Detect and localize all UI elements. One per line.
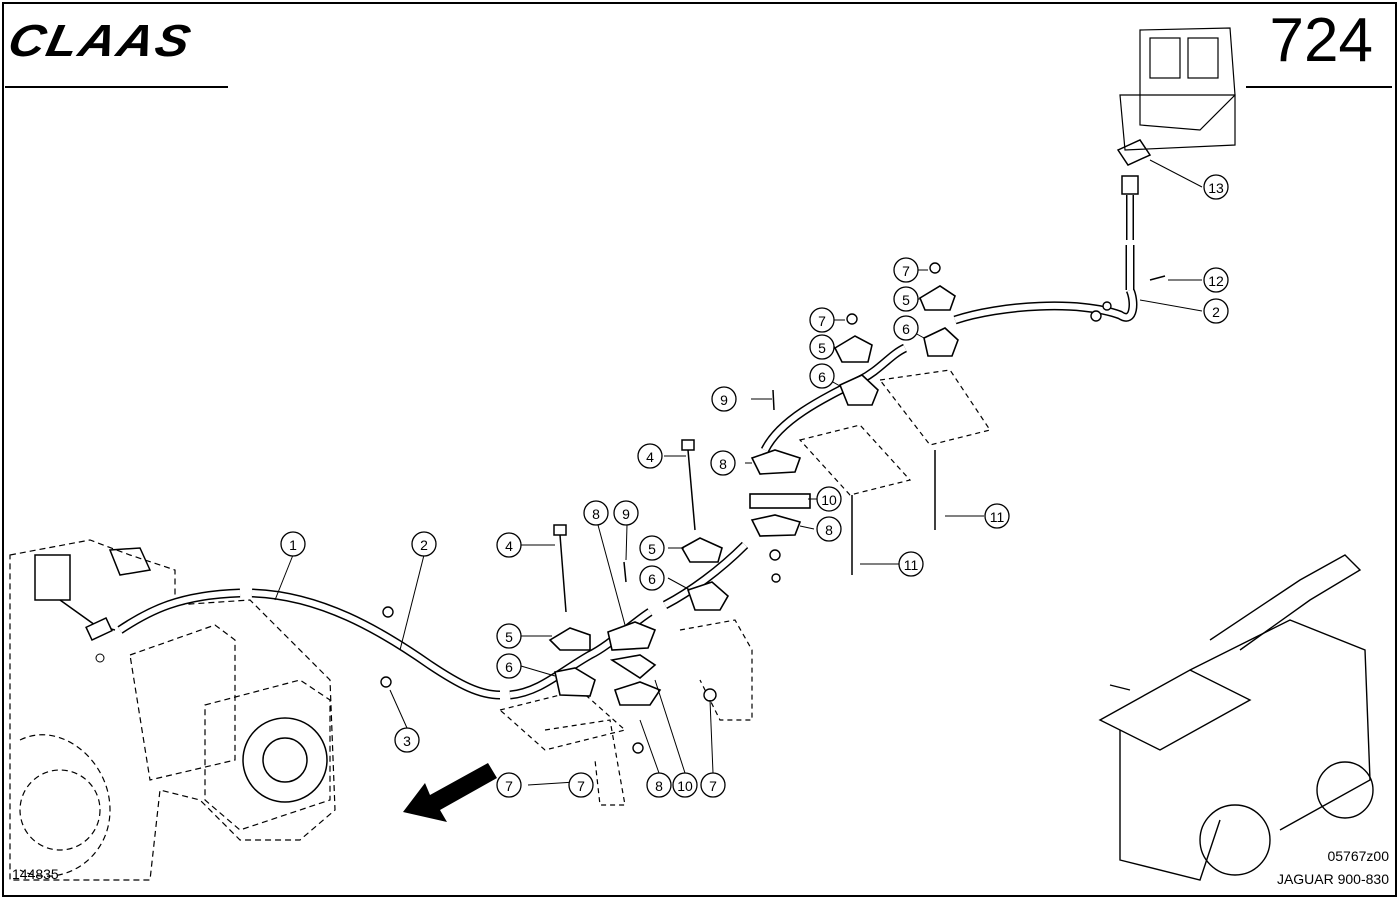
callout-bubble xyxy=(613,500,639,526)
callout-label: 3 xyxy=(403,733,411,749)
reference-number: 144835 xyxy=(12,866,59,882)
callout-label: 6 xyxy=(648,571,656,587)
callout-label: 10 xyxy=(821,492,837,508)
brand-logo: CLAAS xyxy=(3,15,197,66)
callout-label: 7 xyxy=(577,778,585,794)
callout-bubble xyxy=(639,565,665,591)
callout-label: 8 xyxy=(592,506,600,522)
callout-bubble xyxy=(893,315,919,341)
callout-bubble xyxy=(898,551,924,577)
callout-bubble xyxy=(411,531,437,557)
callout-bubble xyxy=(710,450,736,476)
callout-bubble xyxy=(1203,267,1229,293)
callout-bubble xyxy=(639,535,665,561)
callout-label: 8 xyxy=(719,456,727,472)
callout-label: 7 xyxy=(818,313,826,329)
callout-label: 7 xyxy=(505,778,513,794)
callout-bubble xyxy=(816,486,842,512)
callout-bubble xyxy=(700,772,726,798)
hose-fittings xyxy=(85,139,1152,641)
callout-leaders xyxy=(274,159,1203,786)
callout-label: 12 xyxy=(1208,273,1224,289)
callout-bubble xyxy=(984,503,1010,529)
drawing-code: 05767z00 xyxy=(1327,848,1389,864)
callout-label: 5 xyxy=(505,629,513,645)
callout-bubble xyxy=(893,286,919,312)
clamp-mounts xyxy=(498,369,991,806)
callout-label: 2 xyxy=(420,537,428,553)
callout-label: 7 xyxy=(902,263,910,279)
pump-housing xyxy=(34,547,328,803)
callout-bubble xyxy=(1203,298,1229,324)
callout-label: 6 xyxy=(818,369,826,385)
callout-bubble xyxy=(496,532,522,558)
callout-bubble xyxy=(568,772,594,798)
callout-label: 2 xyxy=(1212,304,1220,320)
callout-label: 6 xyxy=(902,321,910,337)
direction-arrow xyxy=(403,763,497,822)
callout-label: 5 xyxy=(648,541,656,557)
callout-bubble xyxy=(809,363,835,389)
callout-bubble xyxy=(672,772,698,798)
bolts xyxy=(553,275,1166,613)
callout-label: 1 xyxy=(289,537,297,553)
callout-bubble xyxy=(637,443,663,469)
callout-bubble xyxy=(394,727,420,753)
callout-bubble xyxy=(496,772,522,798)
callout-label: 5 xyxy=(818,340,826,356)
callout-label: 7 xyxy=(709,778,717,794)
callout-bubble xyxy=(496,653,522,679)
callout-bubble xyxy=(809,307,835,333)
callout-label: 4 xyxy=(505,538,513,554)
callout-label: 5 xyxy=(902,292,910,308)
callout-bubble xyxy=(496,623,522,649)
callout-bubble xyxy=(816,516,842,542)
callout-bubble xyxy=(893,257,919,283)
callout-bubble xyxy=(1203,174,1229,200)
callout-label: 11 xyxy=(904,557,919,573)
callout-label: 6 xyxy=(505,659,513,675)
hydraulic-hose xyxy=(117,195,1138,700)
callout-bubble xyxy=(711,386,737,412)
valve-block xyxy=(1119,27,1236,151)
callout-label: 10 xyxy=(677,778,693,794)
harvester-illustration xyxy=(1098,554,1374,881)
model-name: JAGUAR 900-830 xyxy=(1276,871,1389,887)
callout-label: 8 xyxy=(655,778,663,794)
callout-bubble xyxy=(646,772,672,798)
callout-label: 13 xyxy=(1208,180,1224,196)
callout-bubble xyxy=(809,334,835,360)
callout-bubbles xyxy=(280,174,1229,798)
callout-bubble xyxy=(583,500,609,526)
callout-bubble xyxy=(280,531,306,557)
page-number: 724 xyxy=(1269,6,1373,75)
callout-label: 9 xyxy=(622,506,630,522)
transmission-housing xyxy=(9,539,336,881)
callout-label: 9 xyxy=(720,392,728,408)
clamps xyxy=(548,285,959,706)
callout-label: 8 xyxy=(825,522,833,538)
callout-label: 4 xyxy=(646,449,654,465)
callout-label: 11 xyxy=(990,509,1005,525)
